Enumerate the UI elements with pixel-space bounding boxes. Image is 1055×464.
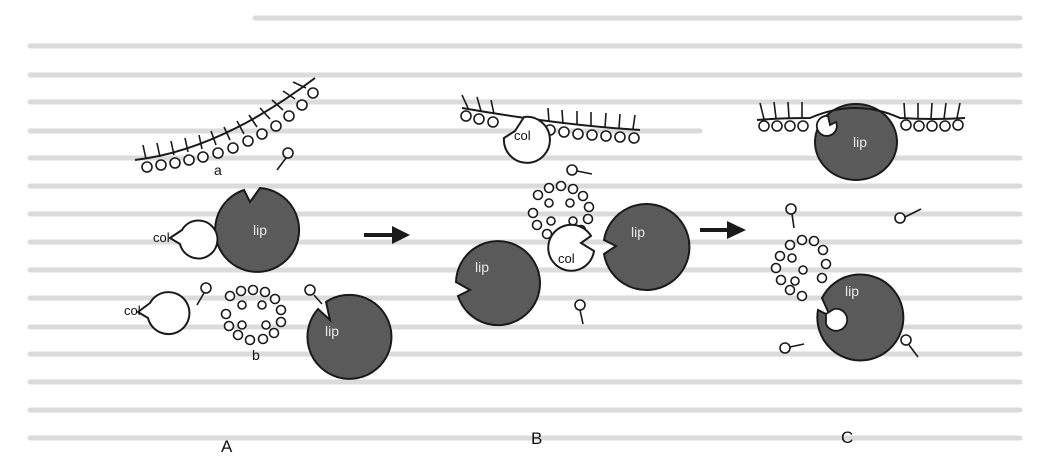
colipase-label: col (514, 128, 531, 143)
colipase-c2 (826, 309, 847, 331)
lipid-molecule-icon (197, 283, 211, 305)
lipid-molecule-icon (567, 165, 592, 175)
lipase-label: lip (325, 323, 339, 339)
lipase-label: lip (475, 259, 489, 275)
lipase-label: lip (253, 222, 267, 238)
lipase-a1: lip (215, 188, 299, 272)
colipase-b1: col (504, 117, 550, 163)
micelle-a (222, 286, 286, 345)
panel-label-a: A (221, 437, 233, 456)
lipase-a2: lip (307, 295, 391, 379)
background-text-lines (30, 18, 1020, 438)
colipase-label: col (153, 230, 170, 245)
site-label-b: b (252, 347, 260, 363)
lipase-label: lip (845, 283, 859, 299)
panel-label-b: B (531, 429, 542, 448)
lipase-label: lip (631, 224, 645, 240)
lipase-label: lip (853, 134, 867, 150)
lipid-molecule-icon (575, 300, 585, 324)
colipase-b2: col (548, 225, 594, 271)
colipase-label: col (558, 251, 575, 266)
site-label-a: a (214, 162, 222, 178)
panel-label-c: C (841, 428, 853, 447)
arrow-icon (700, 221, 746, 239)
lipase-b1: lip (456, 241, 540, 325)
lipase-b2: lip (604, 204, 689, 290)
colipase-label: col (124, 303, 141, 318)
lipid-molecule-icon (305, 285, 322, 304)
colipase-a1: col (153, 220, 217, 258)
